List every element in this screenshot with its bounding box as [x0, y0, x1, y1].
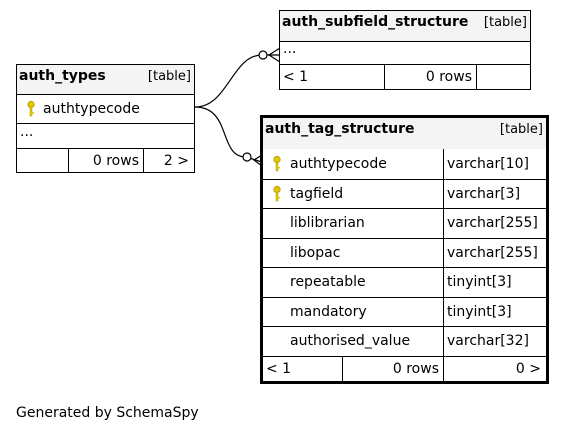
table-auth-subfield-structure[interactable]: auth_subfield_structure [table] ... < 1 … [279, 10, 531, 90]
column-name-cell: authorised_value [263, 327, 444, 356]
table-footer: < 1 0 rows 0 > [263, 355, 546, 381]
more-columns-row: ... [280, 41, 530, 64]
column-row-mandatory[interactable]: mandatory tinyint[3] [263, 296, 546, 327]
footer-rows-cell: 0 rows [68, 149, 144, 172]
column-row-tagfield[interactable]: tagfield varchar[3] [263, 178, 546, 209]
footer-parents-cell[interactable]: < 1 [263, 357, 343, 381]
column-type-cell: varchar[255] [443, 238, 546, 267]
column-row-authtypecode[interactable]: authtypecode varchar[10] [263, 149, 546, 179]
column-type-cell: varchar[32] [443, 327, 546, 356]
table-footer: 0 rows 2 > [17, 148, 194, 172]
footer-parents-cell[interactable]: < 1 [280, 65, 385, 89]
column-type-cell: varchar[3] [443, 179, 546, 208]
column-name-cell: tagfield [263, 180, 444, 209]
more-columns-row: ... [17, 123, 194, 148]
primary-key-icon [273, 155, 281, 171]
column-name-cell: mandatory [263, 298, 444, 327]
column-type: varchar[255] [447, 244, 538, 261]
relation-optional-marker [242, 152, 252, 162]
relation-crowfoot-marker [267, 47, 281, 63]
column-row-authorised-value[interactable]: authorised_value varchar[32] [263, 326, 546, 356]
column-list: authtypecode varchar[10] tagfield varchar[3… [263, 149, 546, 356]
relation-optional-marker [258, 50, 268, 60]
table-header: auth_subfield_structure [table] [280, 11, 530, 41]
column-type-cell: varchar[255] [443, 209, 546, 238]
ellipsis-text: ... [283, 41, 297, 57]
column-name-cell: liblibrarian [263, 209, 444, 238]
column-name: libopac [290, 244, 341, 261]
table-footer: < 1 0 rows [280, 64, 530, 89]
table-name: auth_tag_structure [265, 121, 415, 137]
column-name: repeatable [290, 274, 366, 291]
parents-count: < 1 [283, 69, 309, 85]
column-name: authtypecode [290, 155, 387, 172]
column-name: authtypecode [43, 101, 140, 117]
column-type: tinyint[3] [447, 303, 512, 320]
relation-crowfoot-marker [252, 154, 263, 167]
table-auth-types[interactable]: auth_types [table] authtypecode ... 0 ro… [16, 64, 195, 173]
column-name: mandatory [290, 303, 367, 320]
table-header: auth_types [table] [17, 65, 194, 94]
column-name-cell: authtypecode [263, 149, 444, 179]
row-count: 0 rows [425, 69, 472, 85]
parents-count: < 1 [266, 360, 292, 377]
column-name: authorised_value [290, 333, 411, 350]
relation-to-auth-tag-structure [194, 106, 263, 163]
column-row-liblibrarian[interactable]: liblibrarian varchar[255] [263, 208, 546, 238]
footer-parents-cell [17, 149, 69, 172]
row-count: 0 rows [92, 152, 139, 169]
column-type-cell: varchar[10] [443, 149, 546, 179]
column-row-authtypecode[interactable]: authtypecode [17, 94, 194, 123]
table-name: auth_subfield_structure [282, 14, 469, 30]
table-kind: [table] [499, 122, 543, 137]
primary-key-icon [27, 100, 35, 117]
ellipsis-text: ... [20, 124, 34, 140]
footer-children-cell [476, 65, 530, 89]
column-type-cell: tinyint[3] [443, 297, 546, 326]
column-name: tagfield [290, 185, 344, 202]
column-name-cell: repeatable [263, 268, 444, 297]
column-row-libopac[interactable]: libopac varchar[255] [263, 237, 546, 268]
table-name: auth_types [19, 68, 106, 84]
column-type: varchar[10] [447, 155, 529, 172]
table-kind: [table] [147, 69, 191, 84]
column-type: varchar[255] [447, 215, 538, 232]
footer-children-cell[interactable]: 2 > [143, 149, 194, 172]
table-auth-tag-structure[interactable]: auth_tag_structure [table] authtypecode v… [260, 115, 549, 384]
primary-key-icon [273, 185, 281, 201]
column-row-repeatable[interactable]: repeatable tinyint[3] [263, 267, 546, 297]
footer-children-cell[interactable]: 0 > [443, 356, 546, 381]
generated-by-text: Generated by SchemaSpy [16, 405, 199, 421]
table-kind: [table] [483, 15, 527, 30]
column-type: varchar[32] [447, 333, 529, 350]
column-type: varchar[3] [447, 185, 521, 202]
column-type-cell: tinyint[3] [443, 268, 546, 297]
relation-to-auth-subfield-structure [194, 54, 280, 108]
column-name: liblibrarian [290, 215, 365, 232]
children-count: 2 > [163, 152, 189, 169]
column-type: tinyint[3] [447, 274, 512, 291]
column-name-cell: libopac [263, 239, 444, 268]
footer-rows-cell: 0 rows [342, 356, 444, 381]
footer-rows-cell: 0 rows [384, 65, 477, 89]
table-header: auth_tag_structure [table] [263, 118, 546, 149]
children-count: 0 > [515, 360, 541, 377]
row-count: 0 rows [392, 360, 439, 377]
